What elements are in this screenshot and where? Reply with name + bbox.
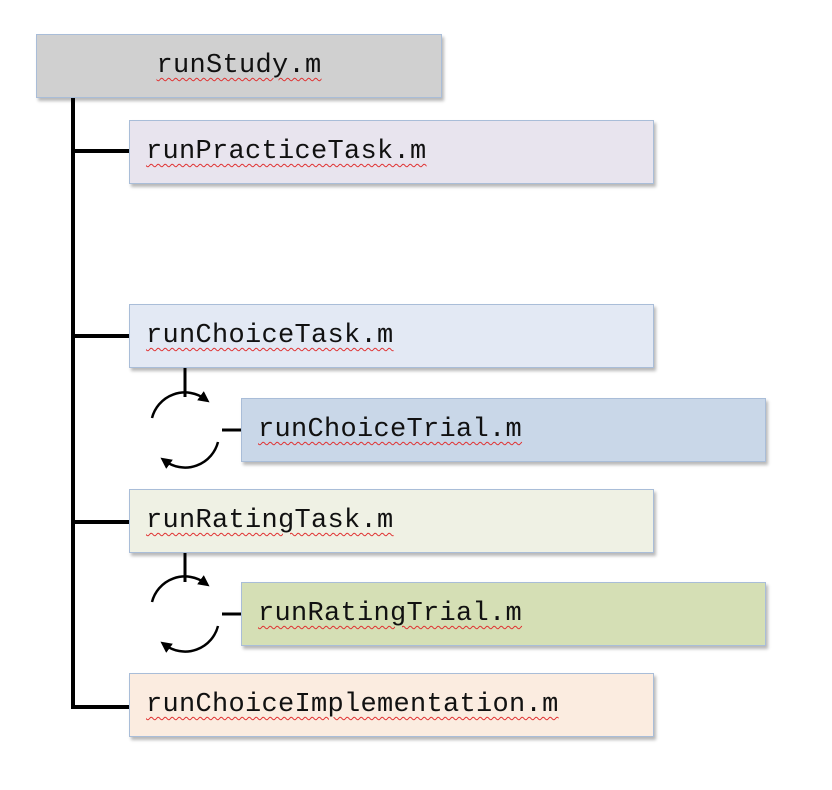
node-run-choice-trial: runChoiceTrial.m bbox=[241, 398, 766, 462]
node-run-rating-task: runRatingTask.m bbox=[129, 489, 654, 553]
node-run-rating-trial: runRatingTrial.m bbox=[241, 582, 766, 646]
node-run-choice-task: runChoiceTask.m bbox=[129, 304, 654, 368]
loop-cycle-icon bbox=[150, 575, 220, 653]
node-label: runChoiceTrial.m bbox=[258, 415, 523, 445]
node-label: runStudy.m bbox=[156, 51, 322, 81]
node-label: runPracticeTask.m bbox=[146, 137, 427, 167]
node-label: runRatingTask.m bbox=[146, 506, 394, 536]
node-label: runRatingTrial.m bbox=[258, 599, 523, 629]
node-run-study: runStudy.m bbox=[36, 34, 442, 98]
loop-cycle-icon bbox=[150, 391, 220, 469]
node-label: runChoiceTask.m bbox=[146, 321, 394, 351]
node-run-choice-implementation: runChoiceImplementation.m bbox=[129, 673, 654, 737]
node-run-practice-task: runPracticeTask.m bbox=[129, 120, 654, 184]
node-label: runChoiceImplementation.m bbox=[146, 690, 559, 720]
